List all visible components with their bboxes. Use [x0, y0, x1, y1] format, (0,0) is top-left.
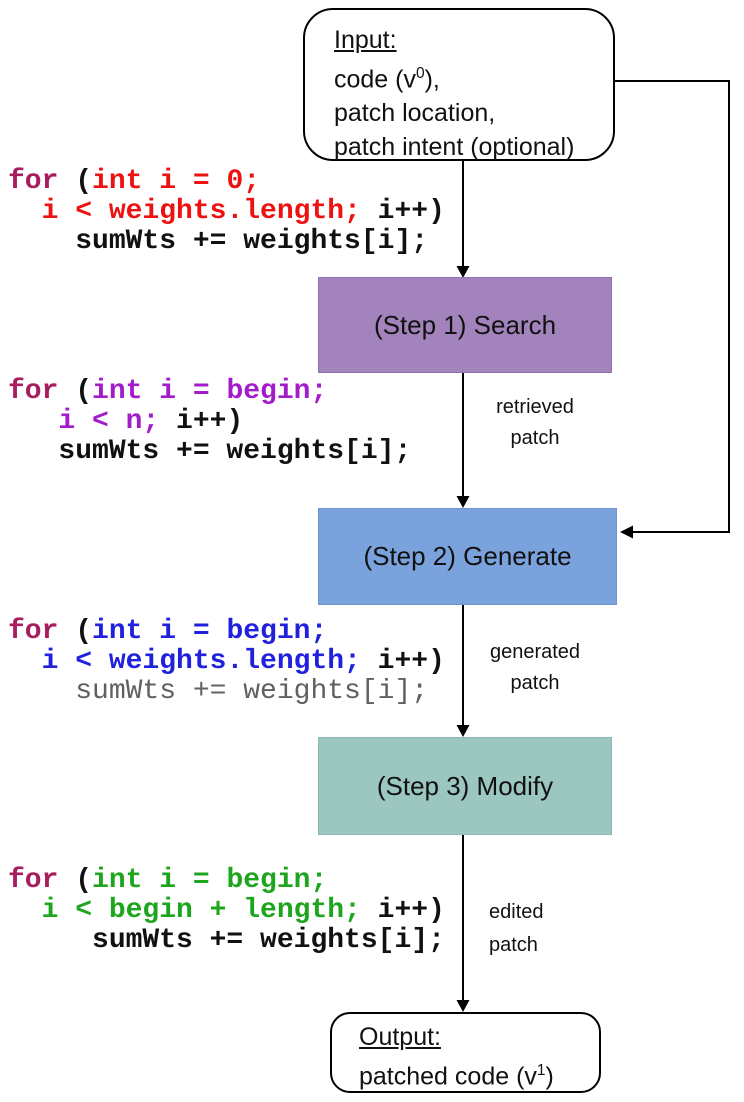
- output-box-title: Output:: [359, 1023, 441, 1051]
- retrieved-patch-label: retrieved patch: [496, 396, 574, 449]
- step1-label: (Step 1) Search: [373, 309, 557, 340]
- arrowhead-loop-to-step2: [620, 525, 633, 539]
- step3-modify-box: (Step 3) Modify: [318, 737, 612, 835]
- output-box: Output: patched code (v1): [330, 1012, 601, 1093]
- arrowhead-step3-to-output: [456, 1000, 470, 1012]
- step3-label: (Step 3) Modify: [376, 770, 554, 801]
- edited-patch-label: edited patch: [489, 901, 544, 956]
- code-snippet-retrieved-patch: for (int i = begin; i < n; i++) sumWts +…: [8, 376, 412, 467]
- step1-search-box: (Step 1) Search: [318, 277, 612, 373]
- arrowhead-step1-to-step2: [456, 496, 470, 508]
- code-snippet-generated-patch: for (int i = begin; i < weights.length; …: [8, 616, 445, 707]
- input-box-line-location: patch location,: [334, 99, 496, 128]
- input-box-line-intent: patch intent (optional): [334, 133, 575, 162]
- arrowhead-input-to-step1: [456, 266, 470, 278]
- arrowhead-step2-to-step3: [456, 725, 470, 737]
- step2-generate-box: (Step 2) Generate: [318, 508, 617, 605]
- code-snippet-edited-patch: for (int i = begin; i < begin + length; …: [8, 865, 445, 956]
- input-box: Input: code (v0), patch location, patch …: [303, 8, 615, 161]
- superscript-v0: 0: [415, 65, 425, 82]
- output-box-line-code: patched code (v1): [359, 1062, 554, 1091]
- input-box-title: Input:: [334, 26, 397, 54]
- code-snippet-original: for (int i = 0; i < weights.length; i++)…: [8, 166, 445, 257]
- input-box-line-code: code (v0),: [334, 65, 440, 94]
- generated-patch-label: generated patch: [489, 641, 581, 694]
- loop-line-input-to-step2: [614, 80, 730, 533]
- step2-label: (Step 2) Generate: [363, 541, 572, 571]
- superscript-v1: 1: [536, 1062, 546, 1079]
